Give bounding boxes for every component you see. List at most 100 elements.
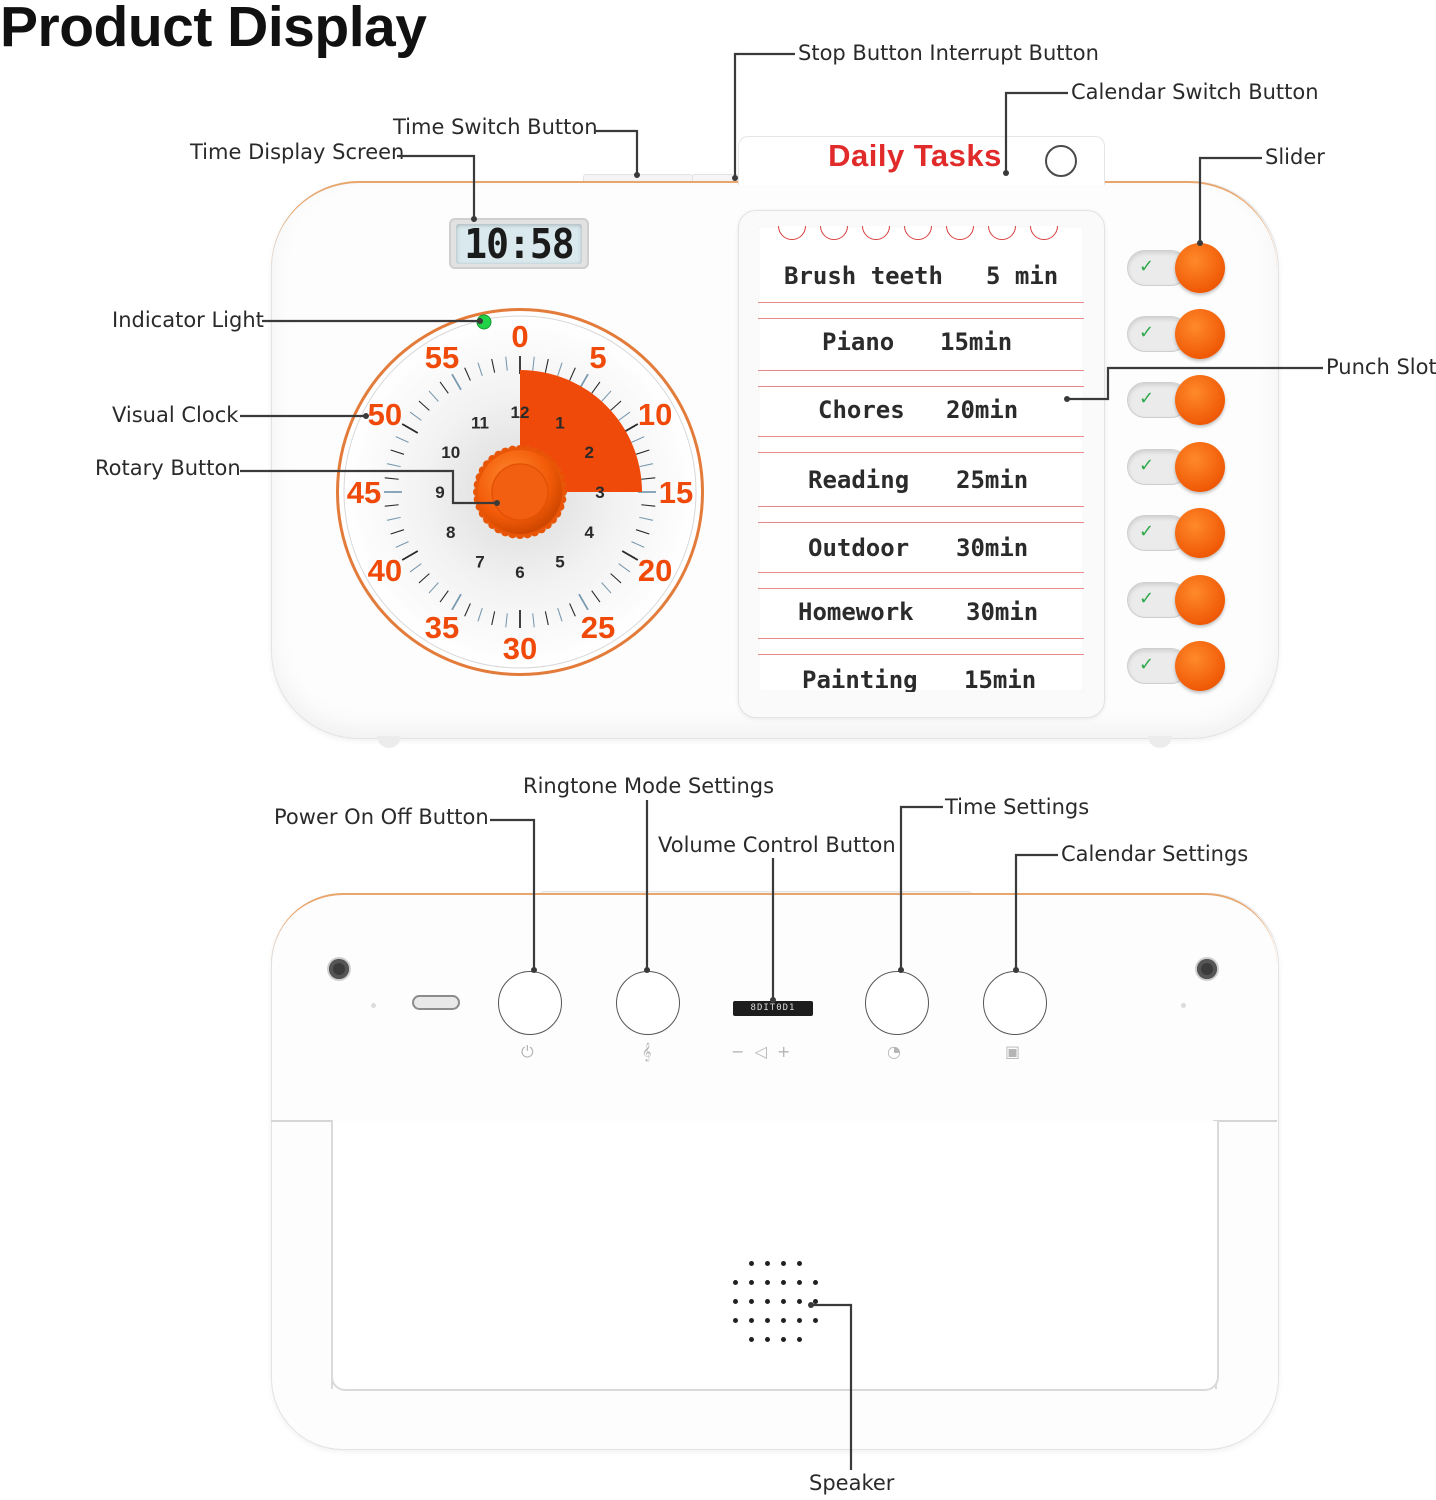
task-time: 30min [956,534,1029,562]
clock-tick [409,411,422,421]
clock-tick [395,541,409,548]
task-row[interactable]: Homework 30min [758,588,1084,655]
volume-control-slider[interactable] [733,1001,813,1016]
dial-minute-label: 50 [368,397,402,432]
paper-hole [946,226,974,240]
power-icon: ⏻ [521,1042,534,1061]
speaker-hole [765,1337,770,1342]
clock-tick [451,373,462,391]
screw-icon [1197,959,1217,979]
time-settings-button[interactable] [865,971,929,1035]
speaker-hole [797,1337,802,1342]
clock-tick [386,463,401,468]
clock-tick [601,582,612,594]
paper-hole [988,226,1016,240]
power-button[interactable] [498,971,562,1035]
clock-tick [464,603,471,617]
task-row[interactable]: Piano 15min [758,318,1084,387]
callout-ringtone-mode: Ringtone Mode Settings [523,774,775,798]
callout-rotary-button: Rotary Button [95,456,241,480]
dial-minute-label: 20 [638,553,672,588]
inner-number-label: 5 [555,552,564,571]
task-slider-knob[interactable] [1175,243,1225,293]
clock-tick [618,411,631,421]
kickstand-panel[interactable] [331,1121,1219,1391]
clock-tick [477,362,483,377]
usb-c-port[interactable] [412,995,460,1010]
stand-seam [271,1120,333,1122]
speaker-hole [781,1261,786,1266]
check-icon: ✓ [1139,388,1155,409]
dial-minute-label: 40 [368,553,402,588]
speaker-hole [797,1299,802,1304]
screw-icon [329,959,349,979]
ringtone-icon: 𝄞 [642,1042,652,1061]
speaker-hole [813,1299,818,1304]
dial-minute-label: 15 [659,475,693,510]
calendar-settings-button[interactable] [983,971,1047,1035]
time-display-value: 10:58 [464,220,574,268]
task-row[interactable]: Reading 25min [758,452,1084,523]
inner-number-label: 12 [511,403,530,422]
check-icon: ✓ [1139,588,1155,609]
speaker-hole [797,1261,802,1266]
callout-time-settings: Time Settings [945,795,1090,819]
clock-tick [601,390,612,402]
callout-calendar-switch: Calendar Switch Button [1071,80,1319,104]
task-row[interactable]: Chores 20min [758,384,1084,453]
clock-tick [390,529,405,535]
time-icon: ◔ [887,1042,901,1061]
callout-time-display: Time Display Screen [190,140,405,164]
task-slider-knob[interactable] [1175,375,1225,425]
task-card-title: Daily Tasks [828,138,1002,173]
back-dot [371,1003,376,1008]
clock-tick [439,590,449,603]
inner-number-label: 7 [475,552,484,571]
clock-tick [621,550,639,561]
paper-hole [820,226,848,240]
callout-power-button: Power On Off Button [274,805,489,829]
clock-tick [639,516,654,521]
speaker-hole [749,1261,754,1266]
task-name: Piano [822,328,895,356]
paper-hole [1030,226,1058,240]
task-row[interactable]: Outdoor 30min [758,522,1084,589]
ringtone-mode-button[interactable] [616,971,680,1035]
volume-icon: − ◁ + [731,1042,791,1061]
task-slider-knob[interactable] [1175,575,1225,625]
clock-tick [491,611,496,626]
task-slider-knob[interactable] [1175,309,1225,359]
speaker-hole [733,1299,738,1304]
task-slider-knob[interactable] [1175,442,1225,492]
clock-tick [569,603,576,617]
stand-hinge-right [1215,1121,1279,1389]
calendar-icon: ▣ [1005,1042,1021,1061]
speaker-hole [797,1318,802,1323]
dial-minute-label: 45 [347,475,381,510]
task-time: 15min [964,666,1037,692]
task-row[interactable]: Brush teeth 5 min [758,246,1084,319]
task-slider-knob[interactable] [1175,641,1225,691]
paper-hole [862,226,890,240]
task-slider-knob[interactable] [1175,508,1225,558]
clock-tick [428,582,439,594]
clock-tick [401,423,419,434]
task-row[interactable]: Painting 15min [758,656,1084,692]
clock-tick [390,449,405,455]
clock-tick [569,367,576,381]
callout-speaker: Speaker [809,1471,895,1495]
inner-number-label: 10 [441,443,460,462]
clock-tick [639,463,654,468]
speaker-hole [749,1337,754,1342]
calendar-switch-button[interactable] [1045,145,1077,177]
device-foot [377,736,401,748]
task-name: Homework [798,598,914,626]
page-title: Product Display [0,0,427,59]
speaker-hole [813,1318,818,1323]
dial-minute-label: 10 [638,397,672,432]
clock-tick [505,356,508,371]
inner-number-label: 3 [595,483,604,502]
task-list: Brush teeth 5 min Piano 15min Chores 20m… [758,226,1084,692]
